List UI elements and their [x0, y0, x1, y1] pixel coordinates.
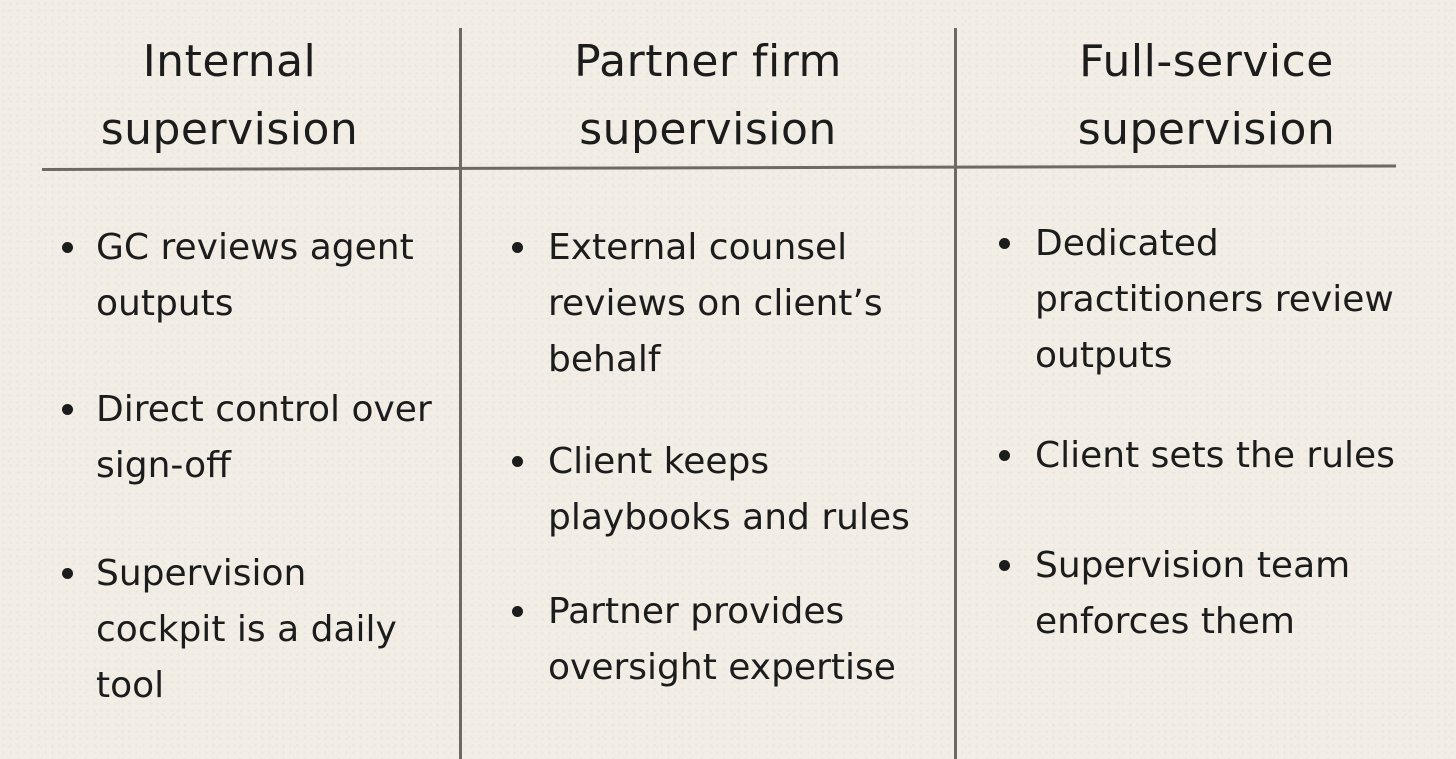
column-divider-1 — [459, 28, 462, 759]
bullet-text: Direct control over sign-off — [96, 389, 432, 486]
bullet-dot-icon — [999, 450, 1010, 461]
bullet-text: External counsel reviews on client’s beh… — [548, 227, 883, 380]
bullet-text: Partner provides oversight expertise — [548, 591, 896, 688]
bullet-text: Dedicated practitioners review outputs — [1035, 223, 1394, 376]
bullet-item: Dedicated practitioners review outputs — [999, 216, 1439, 384]
column-full-service-supervision: Full-service supervision Dedicated pract… — [957, 0, 1456, 759]
bullet-item: Partner provides oversight expertise — [512, 584, 932, 696]
bullet-item: Supervision team enforces them — [999, 538, 1439, 650]
bullet-dot-icon — [62, 404, 73, 415]
bullet-dot-icon — [512, 456, 523, 467]
bullet-text: GC reviews agent outputs — [96, 227, 414, 324]
bullet-item: GC reviews agent outputs — [62, 220, 442, 332]
bullet-text: Client keeps playbooks and rules — [548, 441, 910, 538]
column-partner-firm-supervision: Partner firm supervision External counse… — [462, 0, 954, 759]
bullet-dot-icon — [512, 242, 523, 253]
bullet-dot-icon — [62, 242, 73, 253]
column-divider-2 — [954, 28, 957, 759]
column-title: Internal supervision — [100, 36, 359, 155]
bullet-item: Supervision cockpit is a daily tool — [62, 546, 442, 714]
bullet-item: External counsel reviews on client’s beh… — [512, 220, 932, 388]
bullet-item: Direct control over sign-off — [62, 382, 442, 494]
bullet-text: Supervision team enforces them — [1035, 545, 1351, 642]
bullet-dot-icon — [512, 606, 523, 617]
bullet-item: Client sets the rules — [999, 428, 1439, 484]
bullet-dot-icon — [999, 238, 1010, 249]
bullet-text: Client sets the rules — [1035, 435, 1395, 476]
bullet-text: Supervision cockpit is a daily tool — [96, 553, 397, 706]
column-title: Partner firm supervision — [574, 36, 842, 155]
column-title: Full-service supervision — [1077, 36, 1336, 155]
bullet-dot-icon — [62, 568, 73, 579]
column-internal-supervision: Internal supervision GC reviews agent ou… — [0, 0, 459, 759]
bullet-item: Client keeps playbooks and rules — [512, 434, 932, 546]
bullet-dot-icon — [999, 560, 1010, 571]
